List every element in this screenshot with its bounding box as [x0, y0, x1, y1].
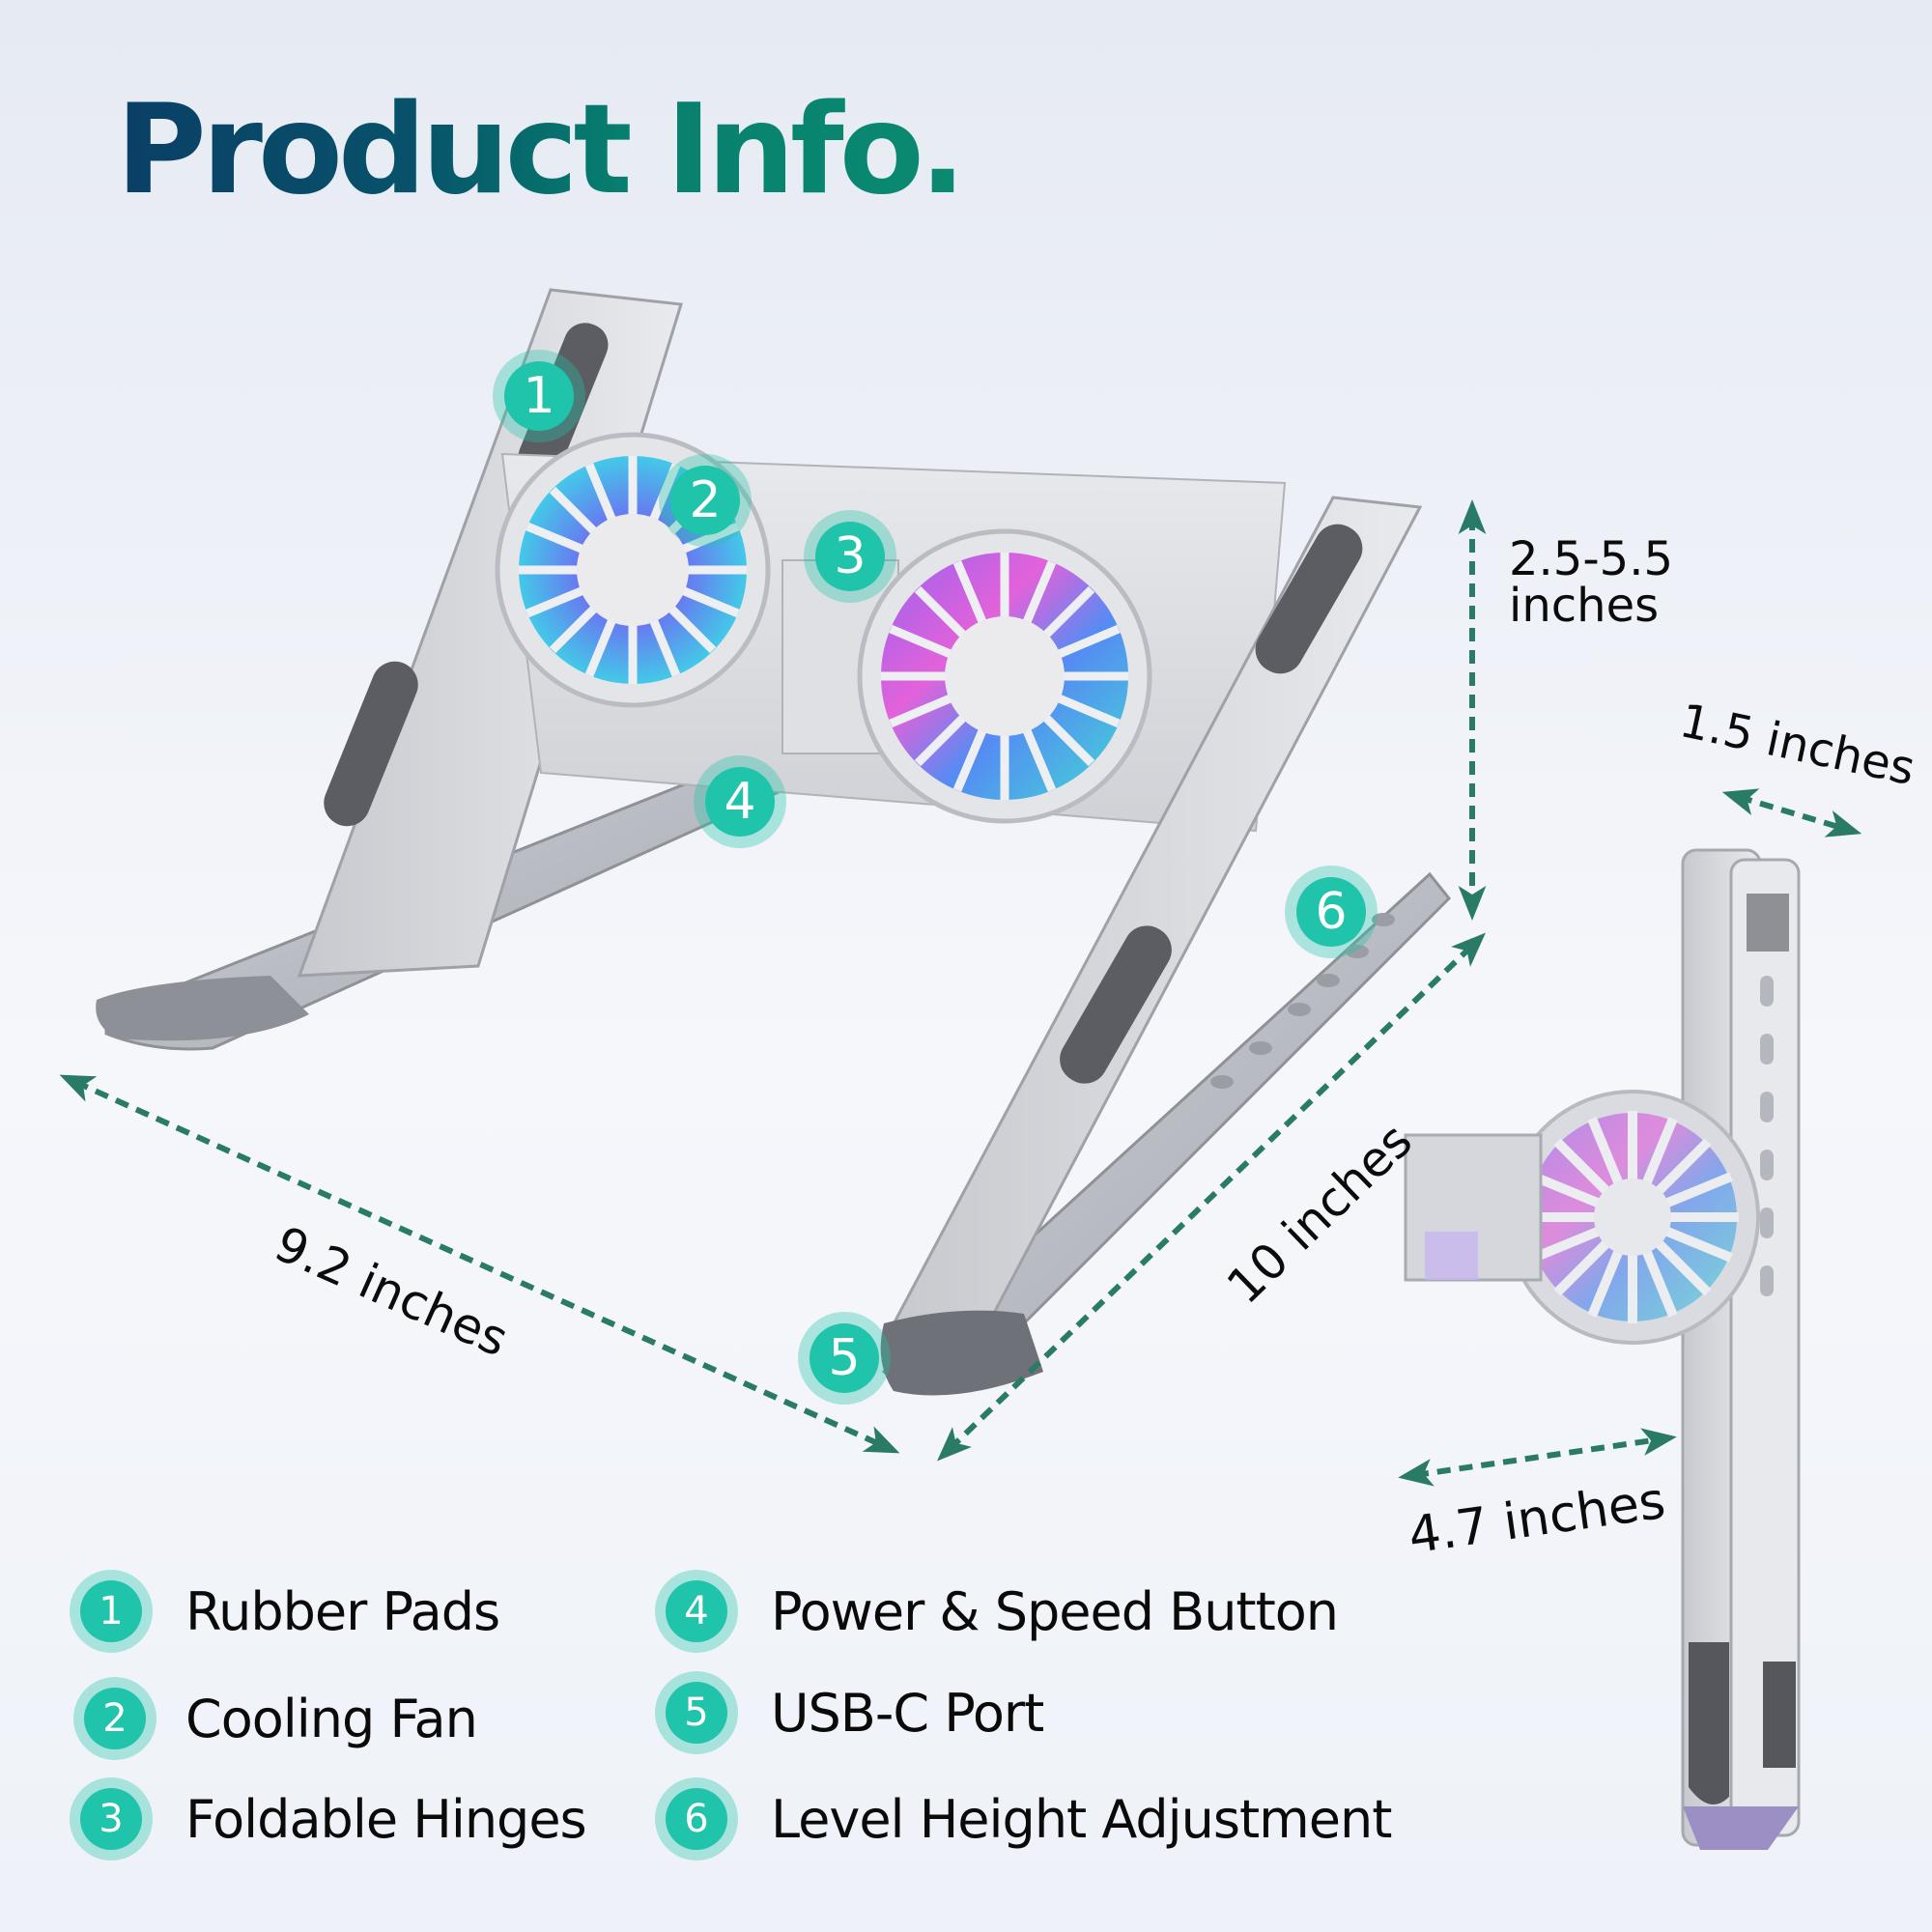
legend-badge: 1 — [70, 1570, 153, 1653]
callout-badge-1: 1 — [493, 350, 585, 442]
legend-item-power-speed-button: 4 Power & Speed Button — [655, 1570, 1339, 1653]
legend-badge: 6 — [655, 1777, 738, 1861]
page-title: Product Info. — [116, 78, 966, 222]
legend-label: USB-C Port — [771, 1682, 1044, 1744]
legend-item-usb-c-port: 5 USB-C Port — [655, 1671, 1044, 1754]
legend-number: 4 — [666, 1580, 727, 1642]
callout-number: 5 — [810, 1323, 879, 1393]
height-range-unit: inches — [1509, 579, 1660, 633]
folded-width-arrow — [1398, 1428, 1677, 1487]
legend-label: Cooling Fan — [185, 1688, 478, 1749]
callout-badge-2: 2 — [659, 454, 752, 547]
callout-badge-3: 3 — [804, 510, 896, 603]
legend-item-foldable-hinges: 3 Foldable Hinges — [70, 1777, 587, 1861]
height-range-label: 2.5-5.5 inches — [1509, 536, 1673, 629]
callout-number: 4 — [705, 767, 775, 837]
callout-number: 2 — [670, 466, 740, 535]
thickness-arrow — [1721, 788, 1862, 838]
depth-arrow — [937, 932, 1486, 1462]
legend-label: Foldable Hinges — [185, 1788, 587, 1850]
callout-number: 6 — [1296, 877, 1366, 947]
folded-stand-image — [1404, 848, 1801, 1850]
legend-number: 1 — [80, 1580, 142, 1642]
legend-label: Rubber Pads — [185, 1580, 500, 1642]
legend-item-rubber-pads: 1 Rubber Pads — [70, 1570, 500, 1653]
legend-number: 5 — [666, 1682, 727, 1744]
callout-number: 1 — [504, 361, 574, 431]
legend-item-level-height-adjustment: 6 Level Height Adjustment — [655, 1777, 1392, 1861]
width-arrow — [59, 1074, 900, 1454]
legend-badge: 2 — [73, 1677, 156, 1760]
legend-number: 3 — [80, 1788, 142, 1850]
legend-number: 6 — [666, 1788, 727, 1850]
callout-badge-4: 4 — [694, 755, 786, 848]
legend-badge: 4 — [655, 1570, 738, 1653]
cooling-fan-icon — [857, 528, 1152, 824]
legend-badge: 5 — [655, 1671, 738, 1754]
legend-badge: 3 — [70, 1777, 153, 1861]
dimension-arrows — [59, 499, 1862, 1487]
legend-label: Power & Speed Button — [771, 1580, 1339, 1642]
height-range-value: 2.5-5.5 — [1509, 532, 1673, 586]
callout-badge-6: 6 — [1285, 866, 1378, 958]
legend-item-cooling-fan: 2 Cooling Fan — [73, 1677, 478, 1760]
callout-number: 3 — [815, 522, 885, 591]
legend-number: 2 — [84, 1688, 146, 1749]
legend-label: Level Height Adjustment — [771, 1788, 1392, 1850]
callout-badge-5: 5 — [798, 1312, 891, 1405]
